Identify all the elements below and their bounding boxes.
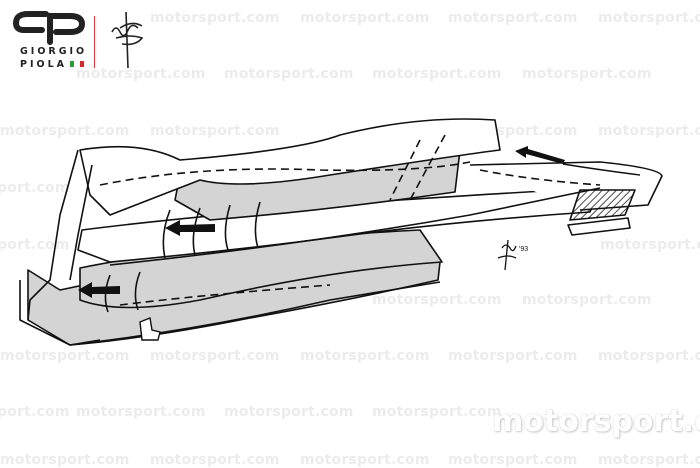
flag-white [75,61,79,67]
watermark-text: motorsport.com [0,404,70,420]
watermark-text: motorsport.com [300,452,430,468]
watermark-text: motorsport.com [76,66,206,82]
watermark-text: motorsport.com [598,10,700,26]
motorsport-brand-watermark: motorsport.com [492,404,700,439]
artist-signature-icon [497,239,517,271]
watermark-text: motorsport.com [522,292,652,308]
watermark-text: motorsport.com [224,66,354,82]
watermark-text: motorsport.com [600,237,700,253]
watermark-text: motorsport.com [150,123,280,139]
artist-last-name: PIOLA [20,59,67,70]
watermark-text: motorsport.com [0,452,130,468]
watermark-text: motorsport.com [76,404,206,420]
watermark-text: motorsport.com [300,348,430,364]
watermark-text: motorsport.com [522,66,652,82]
watermark-text: motorsport.com [150,348,280,364]
watermark-text: motorsport.com [0,180,70,196]
signature-icon [111,11,144,68]
watermark-text: motorsport.com [150,10,280,26]
watermark-text: motorsport.com [0,237,70,253]
gp-monogram-icon [12,11,86,45]
logo-divider [94,16,95,68]
giorgio-piola-logo: GIORGIO PIOLA [8,6,168,70]
watermark-text: motorsport.com [448,10,578,26]
watermark-text: motorsport.com [372,292,502,308]
watermark-text: motorsport.com [598,348,700,364]
watermark-text: motorsport.com [372,66,502,82]
flow-arrow-icon [78,282,120,298]
watermark-text: motorsport.com [224,404,354,420]
watermark-text: motorsport.com [448,452,578,468]
flag-green [70,61,74,67]
watermark-text: motorsport.com [0,123,130,139]
watermark-text: motorsport.com [598,123,700,139]
watermark-text: motorsport.com [372,404,502,420]
flag-red [80,61,84,67]
watermark-text: motorsport.com [448,348,578,364]
airflow-arrows [78,146,565,298]
artist-first-name: GIORGIO [20,46,88,57]
watermark-text: motorsport.com [150,452,280,468]
watermark-text: motorsport.com [0,348,130,364]
signature-year: '93 [519,246,529,253]
watermark-text: motorsport.com [598,452,700,468]
flow-arrow-icon [165,220,215,236]
watermark-text: motorsport.com [300,10,430,26]
